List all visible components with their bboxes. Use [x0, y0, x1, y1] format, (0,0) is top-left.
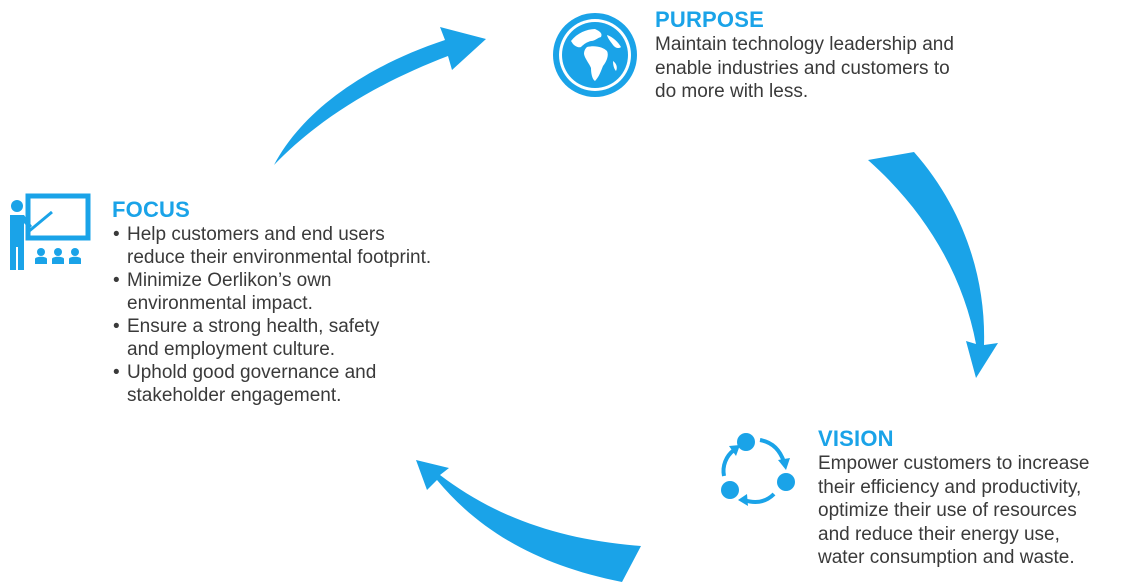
purpose-line: enable industries and customers to [655, 57, 950, 79]
arrow-vision-to-focus [416, 460, 641, 582]
vision-text: Empower customers to increase their effi… [818, 452, 1143, 570]
vision-block: VISION Empower customers to increase the… [818, 427, 1143, 570]
focus-item-line: Minimize Oerlikon’s own [127, 270, 332, 291]
focus-item-line: stakeholder engagement. [127, 385, 342, 406]
arrow-focus-to-purpose [274, 27, 486, 165]
purpose-line: Maintain technology leadership and [655, 34, 954, 55]
purpose-title: PURPOSE [655, 7, 764, 32]
focus-item: • Minimize Oerlikon’s own environmental … [112, 269, 472, 315]
bullet: • [113, 362, 120, 383]
vision-line: optimize their use of resources [818, 500, 1077, 521]
vision-line: and reduce their energy use, [818, 523, 1060, 545]
focus-item-line: Ensure a strong health, safety [127, 316, 380, 337]
focus-item: • Uphold good governance and stakeholder… [112, 361, 472, 407]
focus-item-line: Uphold good governance and [127, 362, 377, 383]
focus-item: • Ensure a strong health, safety and emp… [112, 315, 472, 361]
bullet: • [113, 316, 120, 337]
teacher-presentation-icon [10, 193, 91, 270]
vision-line: Empower customers to increase [818, 453, 1090, 474]
purpose-line: do more with less. [655, 81, 809, 102]
focus-item-line: environmental impact. [127, 293, 313, 314]
cycle-icon [721, 433, 795, 506]
bullet: • [113, 224, 120, 245]
focus-item-line: reduce their environmental footprint. [127, 247, 432, 268]
focus-item: • Help customers and end users reduce th… [112, 223, 472, 269]
focus-item-line: Help customers and end users [127, 224, 385, 245]
focus-title: FOCUS [112, 197, 190, 222]
globe-icon [553, 13, 637, 97]
vision-line: water consumption and waste. [818, 547, 1075, 568]
purpose-text: Maintain technology leadership and enabl… [655, 33, 1075, 104]
purpose-block: PURPOSE Maintain technology leadership a… [655, 8, 1075, 104]
arrow-purpose-to-vision [868, 152, 998, 378]
focus-item-line: and employment culture. [127, 339, 336, 360]
focus-block: FOCUS • Help customers and end users red… [112, 198, 472, 407]
bullet: • [113, 270, 120, 291]
focus-list: • Help customers and end users reduce th… [112, 223, 472, 407]
vision-line: their efficiency and productivity, [818, 476, 1082, 498]
vision-title: VISION [818, 426, 894, 451]
